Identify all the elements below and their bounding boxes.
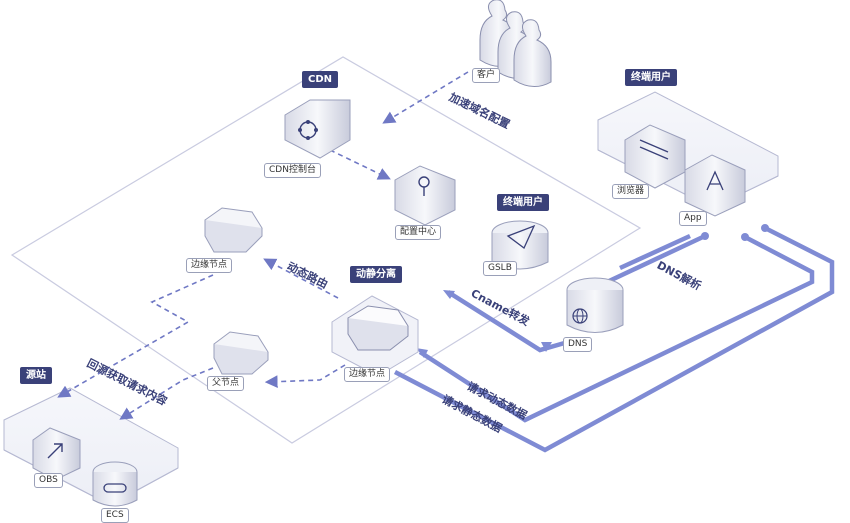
request-dynamic-arrowhead bbox=[416, 348, 428, 358]
edge-node-left-icon bbox=[204, 207, 263, 253]
request-dynamic-line bbox=[418, 235, 815, 423]
cdn-console-icon bbox=[284, 99, 351, 159]
dashed-flows bbox=[57, 71, 469, 420]
dns-icon bbox=[566, 277, 624, 333]
end-user-mid-tag: 终端用户 bbox=[497, 194, 549, 211]
cdn-console-label: CDN控制台 bbox=[264, 163, 321, 178]
edge-node-left-label: 边缘节点 bbox=[186, 258, 233, 273]
obs-icon bbox=[32, 427, 81, 481]
browser-label: 浏览器 bbox=[612, 184, 650, 199]
edge-node-center-label: 边缘节点 bbox=[344, 367, 391, 382]
request-static-line bbox=[393, 225, 835, 453]
customer-people-icon bbox=[479, 0, 552, 87]
cname-dns-arrowhead bbox=[541, 342, 552, 352]
cdn-platform-outline bbox=[10, 56, 642, 444]
parent-node-icon bbox=[213, 331, 269, 375]
gslb-label: GSLB bbox=[483, 261, 517, 276]
parent-node-label: 父节点 bbox=[207, 376, 245, 391]
back-to-origin-arrow-2 bbox=[119, 367, 214, 420]
customer-label: 客户 bbox=[472, 68, 501, 83]
dynamic-static-tag: 动静分离 bbox=[350, 266, 402, 283]
ecs-label: ECS bbox=[101, 508, 129, 523]
cdn-tag: CDN bbox=[302, 71, 339, 88]
back-to-origin-arrow-1 bbox=[57, 274, 214, 398]
obs-label: OBS bbox=[34, 473, 63, 488]
accelerate-domain-arrow bbox=[382, 71, 469, 124]
ecs-icon bbox=[92, 461, 138, 507]
route-to-edge-arrow bbox=[263, 258, 339, 299]
config-center-icon bbox=[394, 165, 456, 226]
dns-resolve-dot bbox=[701, 232, 709, 240]
console-to-config-arrow bbox=[329, 149, 391, 180]
request-dynamic-dot bbox=[741, 233, 749, 241]
cname-arrowhead bbox=[443, 290, 455, 299]
dns-label: DNS bbox=[563, 337, 593, 352]
edge-node-center-icon bbox=[331, 295, 419, 377]
app-icon bbox=[684, 154, 746, 217]
request-static-dot bbox=[761, 224, 769, 232]
origin-tag: 源站 bbox=[20, 367, 52, 384]
edge-to-parent-arrow bbox=[264, 364, 346, 389]
origin-platform bbox=[3, 387, 179, 506]
app-label: App bbox=[679, 211, 707, 226]
config-center-label: 配置中心 bbox=[395, 225, 442, 240]
end-user-top-tag: 终端用户 bbox=[625, 69, 677, 86]
